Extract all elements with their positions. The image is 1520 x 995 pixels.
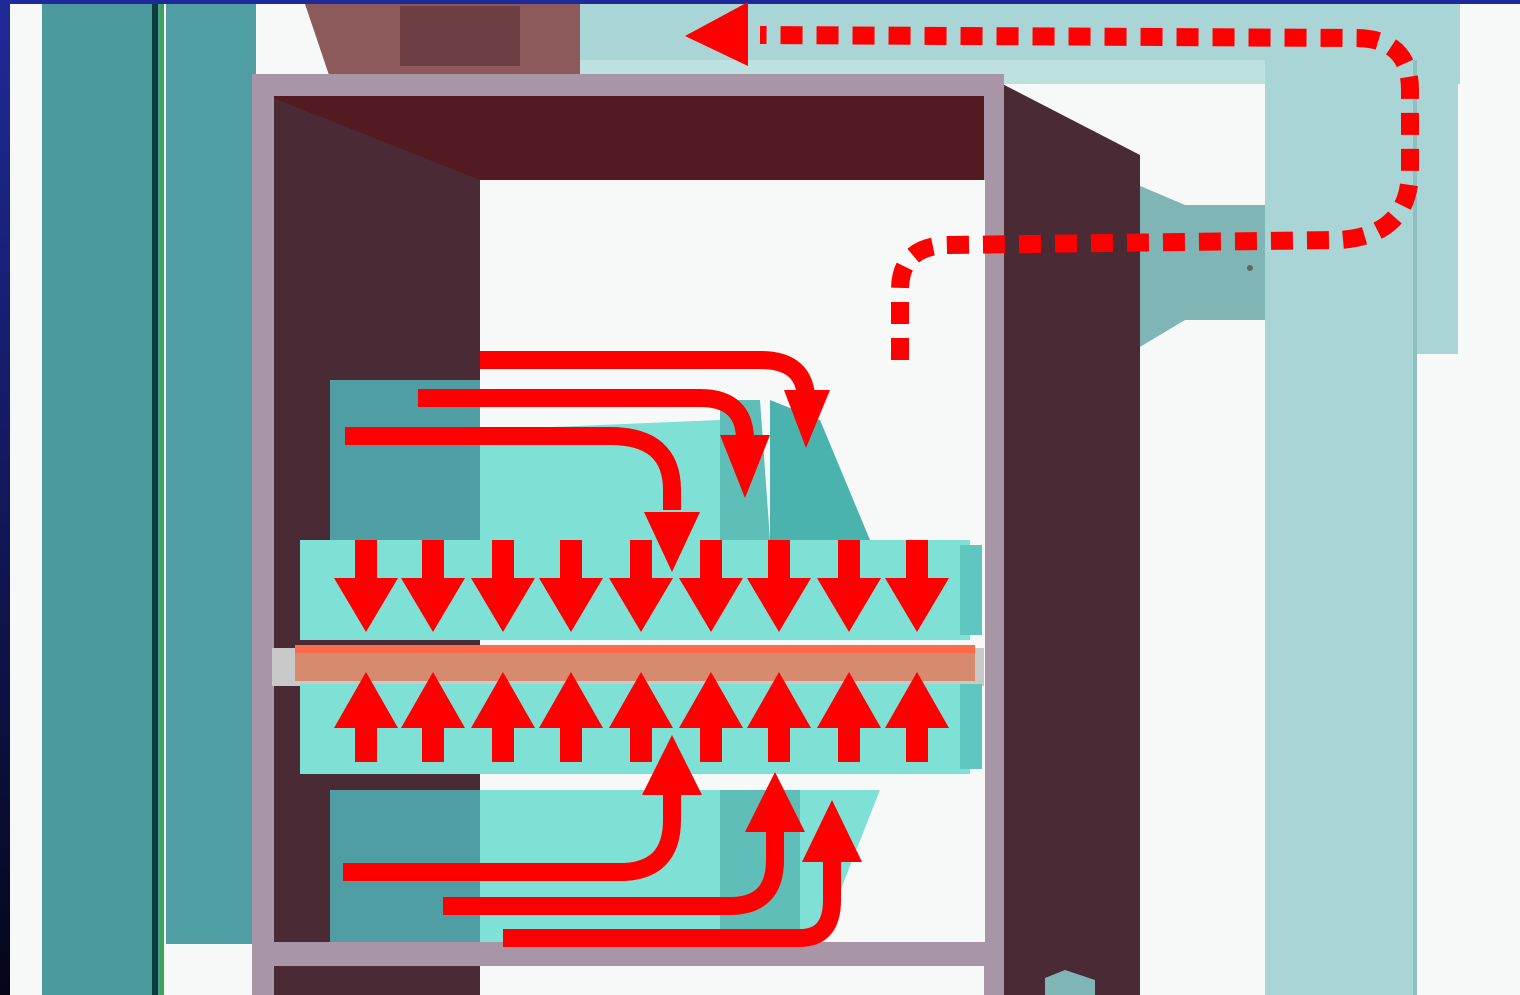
frame-top-bar	[252, 74, 1004, 96]
up-arrow-shaft-7	[768, 720, 790, 762]
up-arrow-shaft-8	[838, 720, 860, 762]
right-duct-flange	[1410, 4, 1458, 354]
lower-press-plate-side	[960, 684, 982, 769]
downward-arrows	[334, 540, 949, 632]
up-arrow-shaft-4	[560, 720, 582, 762]
sample-layer-highlight	[295, 645, 975, 653]
frame-left-post	[252, 74, 274, 995]
fan-housing-slot	[400, 6, 520, 66]
connector-dot	[1247, 265, 1253, 271]
left-teal-column	[42, 4, 160, 995]
left-column-green-line	[160, 4, 164, 995]
up-arrow-shaft-9	[906, 720, 928, 762]
up-arrow-shaft-3	[492, 720, 514, 762]
up-arrow-shaft-6	[700, 720, 722, 762]
left-column-edge-line	[152, 4, 158, 995]
frame-right-post	[984, 74, 1004, 995]
enclosure-right-wall	[985, 75, 1140, 995]
up-arrow-shaft-2	[422, 720, 444, 762]
up-arrow-shaft-1	[355, 720, 377, 762]
right-vertical-duct	[1265, 60, 1415, 995]
up-arrow-shaft-5	[630, 720, 652, 762]
left-inner-column	[166, 4, 256, 944]
upper-press-plate-side	[960, 545, 982, 635]
